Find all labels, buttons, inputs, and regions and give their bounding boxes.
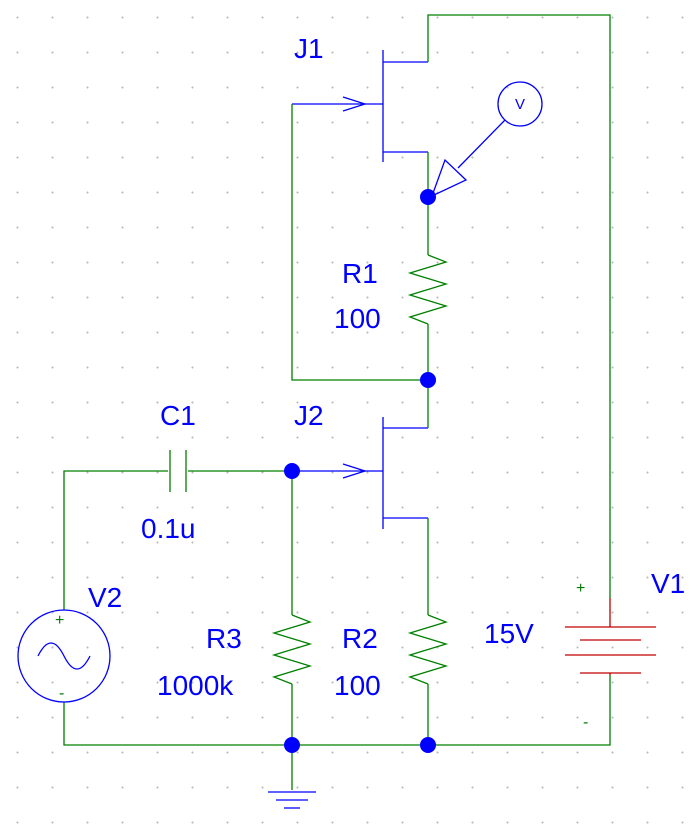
v2-plus-sign: + [55, 612, 64, 629]
r3-value: 1000k [157, 670, 234, 701]
ac-source-v2[interactable] [17, 609, 111, 703]
c1-value: 0.1u [141, 513, 196, 544]
r2-value: 100 [334, 670, 381, 701]
junction-dot [284, 463, 300, 479]
r2-label: R2 [342, 623, 378, 654]
r1-value: 100 [334, 303, 381, 334]
junction-dot [420, 737, 436, 753]
r3-label: R3 [206, 623, 242, 654]
junction-dot [420, 372, 436, 388]
resistor-r1[interactable] [407, 243, 449, 333]
v2-label: V2 [88, 582, 122, 613]
ground-symbol [268, 791, 316, 809]
v1-minus-sign: - [583, 714, 588, 731]
v1-plus-sign: + [576, 580, 585, 597]
v1-label: V1 [651, 568, 685, 599]
junction-dot [420, 189, 436, 205]
j2-label: J2 [294, 400, 324, 431]
jfet-j1[interactable] [292, 50, 428, 162]
resistor-r3[interactable] [271, 603, 313, 693]
jfet-j2[interactable] [292, 417, 428, 529]
probe-label: V [515, 96, 525, 113]
dc-source-v1[interactable] [565, 598, 656, 675]
v2-minus-sign: - [59, 685, 64, 702]
wires [63, 14, 611, 790]
resistor-r2[interactable] [407, 603, 449, 693]
junction-dot [284, 737, 300, 753]
c1-label: C1 [160, 400, 196, 431]
r1-label: R1 [342, 258, 378, 289]
capacitor-c1[interactable] [169, 450, 187, 492]
voltage-probe[interactable] [430, 81, 543, 198]
v1-value: 15V [484, 618, 534, 649]
j1-label: J1 [294, 33, 324, 64]
junction-dots [284, 189, 436, 753]
